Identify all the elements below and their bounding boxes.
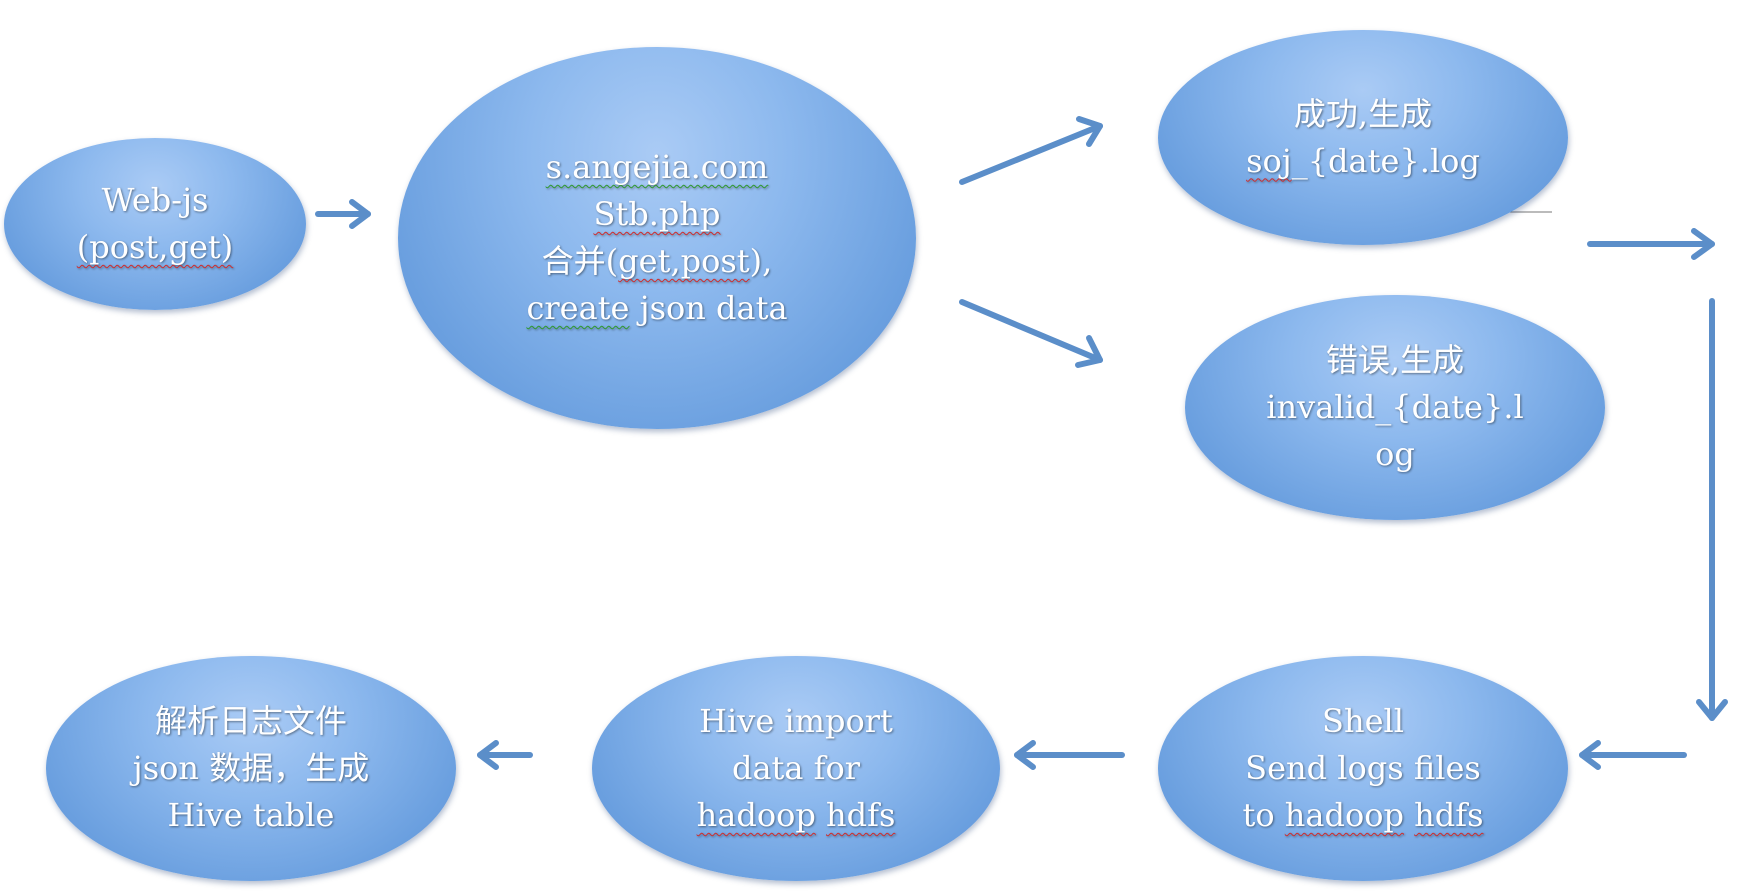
arrow-import-to-hive-table <box>477 740 533 770</box>
node-stb-php: s.angejia.com Stb.php 合并(get,post), crea… <box>398 47 916 429</box>
soj-line2: soj_{date}.log <box>1246 138 1480 185</box>
stb-line4: create json data <box>526 285 787 332</box>
arrow-stb-to-soj <box>959 116 1103 185</box>
shell-to: to <box>1242 796 1285 834</box>
shell-hdfs: hdfs <box>1414 796 1484 834</box>
stb-line2: Stb.php <box>593 195 721 233</box>
hive-import-line1: Hive import <box>699 702 893 740</box>
shell-line1: Shell <box>1322 702 1404 740</box>
stb-json-data: json data <box>629 289 788 327</box>
arrow-into-shell <box>1579 740 1687 770</box>
soj-prefix: soj <box>1246 141 1292 180</box>
shell-line2: Send logs files <box>1245 749 1481 787</box>
invalid-line2: invalid_{date}.l <box>1266 388 1524 426</box>
hive-import-hadoop: hadoop <box>696 796 816 834</box>
arrow-down-right-side <box>1696 298 1728 721</box>
hive-import-line3: hadoop hdfs <box>697 792 896 839</box>
hive-import-hdfs: hdfs <box>826 796 896 834</box>
stb-merge-prefix: 合并( <box>541 242 619 280</box>
stb-line1: s.angejia.com <box>546 144 769 191</box>
node-hive-import: Hive import data for hadoop hdfs <box>592 656 1000 881</box>
shell-hadoop: hadoop <box>1284 796 1404 834</box>
node-soj-log: 成功,生成 soj_{date}.log <box>1158 30 1568 245</box>
hive-import-line2: data for <box>731 749 861 787</box>
web-js-line2: (post,get) <box>76 228 234 266</box>
stb-line3: 合并(get,post), <box>542 238 773 285</box>
shell-space <box>1404 796 1414 834</box>
node-web-js: Web-js (post,get) <box>4 138 306 310</box>
soj-suffix: _{date}.log <box>1291 141 1480 180</box>
arrow-shell-to-import <box>1014 740 1125 770</box>
node-shell: Shell Send logs files to hadoop hdfs <box>1158 656 1568 881</box>
arrow-soj-right <box>1587 228 1715 260</box>
stb-domain-text: s.angejia.com <box>545 148 769 186</box>
hive-table-line1: 解析日志文件 <box>154 702 347 740</box>
hive-table-line2: json 数据，生成 <box>132 749 370 787</box>
soj-line1: 成功,生成 <box>1293 94 1433 133</box>
stb-create-word: create <box>526 289 630 327</box>
invalid-line1: 错误,生成 <box>1325 341 1465 379</box>
hive-import-space <box>816 796 826 834</box>
arrow-stb-to-invalid <box>959 299 1103 368</box>
hive-table-line3: Hive table <box>167 796 335 834</box>
invalid-line3: og <box>1375 435 1415 473</box>
node-invalid-log: 错误,生成 invalid_{date}.l og <box>1185 295 1605 520</box>
stb-merge-params: get,post <box>618 242 750 280</box>
arrow-webjs-to-stb <box>315 199 371 229</box>
node-hive-table: 解析日志文件 json 数据，生成 Hive table <box>46 656 456 881</box>
web-js-line1: Web-js <box>101 181 209 219</box>
shell-line3: to hadoop hdfs <box>1242 792 1483 839</box>
stb-merge-suffix: ), <box>749 242 773 280</box>
